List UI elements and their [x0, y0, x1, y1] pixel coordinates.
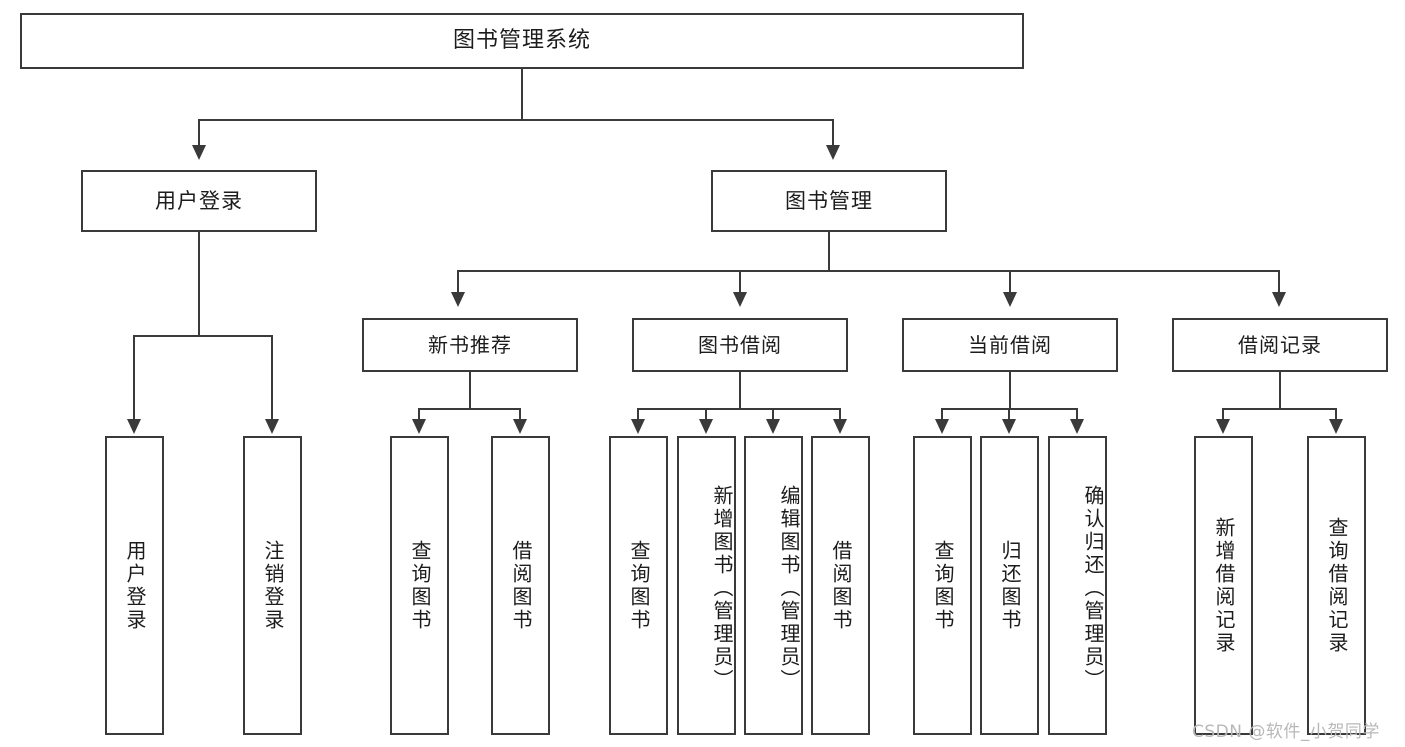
leaf-user-login-logout[interactable]: 注销登录 — [243, 436, 302, 735]
arrow-bm-to-current-borrow — [1003, 292, 1017, 307]
node-label: 查询图书 — [408, 539, 432, 632]
connector-bb-stem — [739, 372, 741, 410]
arrow-bb-leaf-3 — [766, 419, 780, 434]
connector-root-stem — [521, 69, 523, 120]
leaf-cb-query-book[interactable]: 查询图书 — [913, 436, 972, 735]
node-label: 新增图书（管理员） — [710, 485, 734, 692]
connector-nbr-drop-1 — [418, 408, 420, 420]
arrow-user-login-leaf-2 — [265, 419, 279, 434]
node-label: 查询借阅记录 — [1325, 516, 1349, 655]
connector-bm-drop-3 — [1009, 270, 1011, 294]
connector-bb-drop-2 — [705, 408, 707, 420]
node-book-management[interactable]: 图书管理 — [711, 170, 947, 232]
connector-user-login-drop-2 — [271, 335, 273, 421]
leaf-nbr-borrow-book[interactable]: 借阅图书 — [491, 436, 550, 735]
arrow-bb-leaf-4 — [833, 419, 847, 434]
leaf-br-query-record[interactable]: 查询借阅记录 — [1307, 436, 1366, 735]
connector-br-drop-2 — [1335, 408, 1337, 420]
arrow-br-leaf-1 — [1216, 419, 1230, 434]
connector-br-bar — [1222, 408, 1337, 410]
connector-bb-drop-1 — [637, 408, 639, 420]
node-label: 图书管理 — [785, 188, 873, 213]
arrow-nbr-leaf-2 — [513, 419, 527, 434]
connector-user-login-stem — [198, 232, 200, 336]
leaf-user-login-login[interactable]: 用户登录 — [105, 436, 164, 735]
node-new-book-recommend[interactable]: 新书推荐 — [362, 318, 578, 372]
arrow-root-to-user-login — [192, 145, 206, 160]
connector-nbr-drop-2 — [519, 408, 521, 420]
watermark-text: CSDN @软件_小贺同学 — [1192, 722, 1380, 742]
node-label: 新书推荐 — [428, 332, 512, 357]
node-user-login[interactable]: 用户登录 — [81, 170, 317, 232]
arrow-nbr-leaf-1 — [412, 419, 426, 434]
connector-user-login-bar — [133, 335, 273, 337]
leaf-cb-confirm-return-admin[interactable]: 确认归还（管理员） — [1048, 436, 1107, 735]
arrow-bm-to-book-borrow — [733, 292, 747, 307]
connector-user-login-drop-1 — [133, 335, 135, 421]
node-label: 确认归还（管理员） — [1081, 485, 1105, 692]
node-label: 编辑图书（管理员） — [777, 485, 801, 692]
connector-root-to-book-manage — [832, 119, 834, 147]
leaf-cb-return-book[interactable]: 归还图书 — [980, 436, 1039, 735]
connector-bb-drop-3 — [772, 408, 774, 420]
leaf-bb-add-book-admin[interactable]: 新增图书（管理员） — [677, 436, 736, 735]
node-borrow-record[interactable]: 借阅记录 — [1172, 318, 1388, 372]
node-label: 用户登录 — [123, 539, 147, 632]
node-label: 查询图书 — [627, 539, 651, 632]
connector-nbr-stem — [469, 372, 471, 410]
node-root-system[interactable]: 图书管理系统 — [20, 13, 1024, 69]
arrow-bb-leaf-2 — [699, 419, 713, 434]
arrow-bb-leaf-1 — [631, 419, 645, 434]
leaf-bb-edit-book-admin[interactable]: 编辑图书（管理员） — [744, 436, 803, 735]
node-label: 新增借阅记录 — [1212, 516, 1236, 655]
connector-cb-stem — [1009, 372, 1011, 410]
connector-bm-drop-1 — [457, 270, 459, 294]
node-label: 借阅图书 — [509, 539, 533, 632]
connector-bm-drop-4 — [1278, 270, 1280, 294]
leaf-nbr-query-book[interactable]: 查询图书 — [390, 436, 449, 735]
connector-bb-bar — [637, 408, 841, 410]
connector-cb-drop-1 — [941, 408, 943, 420]
connector-book-manage-stem — [828, 232, 830, 272]
arrow-bm-to-new-book — [451, 292, 465, 307]
leaf-bb-query-book[interactable]: 查询图书 — [609, 436, 668, 735]
connector-br-stem — [1279, 372, 1281, 410]
connector-bm-drop-2 — [739, 270, 741, 294]
connector-cb-drop-2 — [1008, 408, 1010, 420]
connector-root-bar — [198, 119, 834, 121]
arrow-user-login-leaf-1 — [127, 419, 141, 434]
arrow-cb-leaf-2 — [1002, 419, 1016, 434]
connector-nbr-bar — [418, 408, 521, 410]
arrow-root-to-book-manage — [826, 145, 840, 160]
arrow-cb-leaf-1 — [935, 419, 949, 434]
node-label: 借阅记录 — [1238, 332, 1322, 357]
node-current-borrow[interactable]: 当前借阅 — [902, 318, 1118, 372]
node-label: 图书管理系统 — [452, 28, 591, 54]
leaf-br-add-record[interactable]: 新增借阅记录 — [1194, 436, 1253, 735]
node-label: 借阅图书 — [829, 539, 853, 632]
connector-bb-drop-4 — [839, 408, 841, 420]
node-label: 注销登录 — [261, 539, 285, 632]
connector-cb-drop-3 — [1076, 408, 1078, 420]
node-label: 用户登录 — [155, 188, 243, 213]
node-label: 查询图书 — [931, 539, 955, 632]
node-book-borrow[interactable]: 图书借阅 — [632, 318, 848, 372]
arrow-bm-to-borrow-record — [1272, 292, 1286, 307]
connector-br-drop-1 — [1222, 408, 1224, 420]
arrow-cb-leaf-3 — [1070, 419, 1084, 434]
node-label: 当前借阅 — [968, 332, 1052, 357]
leaf-bb-borrow-book[interactable]: 借阅图书 — [811, 436, 870, 735]
node-label: 归还图书 — [998, 539, 1022, 632]
node-label: 图书借阅 — [698, 332, 782, 357]
arrow-br-leaf-2 — [1329, 419, 1343, 434]
connector-book-manage-bar — [457, 270, 1280, 272]
connector-root-to-user-login — [198, 119, 200, 147]
